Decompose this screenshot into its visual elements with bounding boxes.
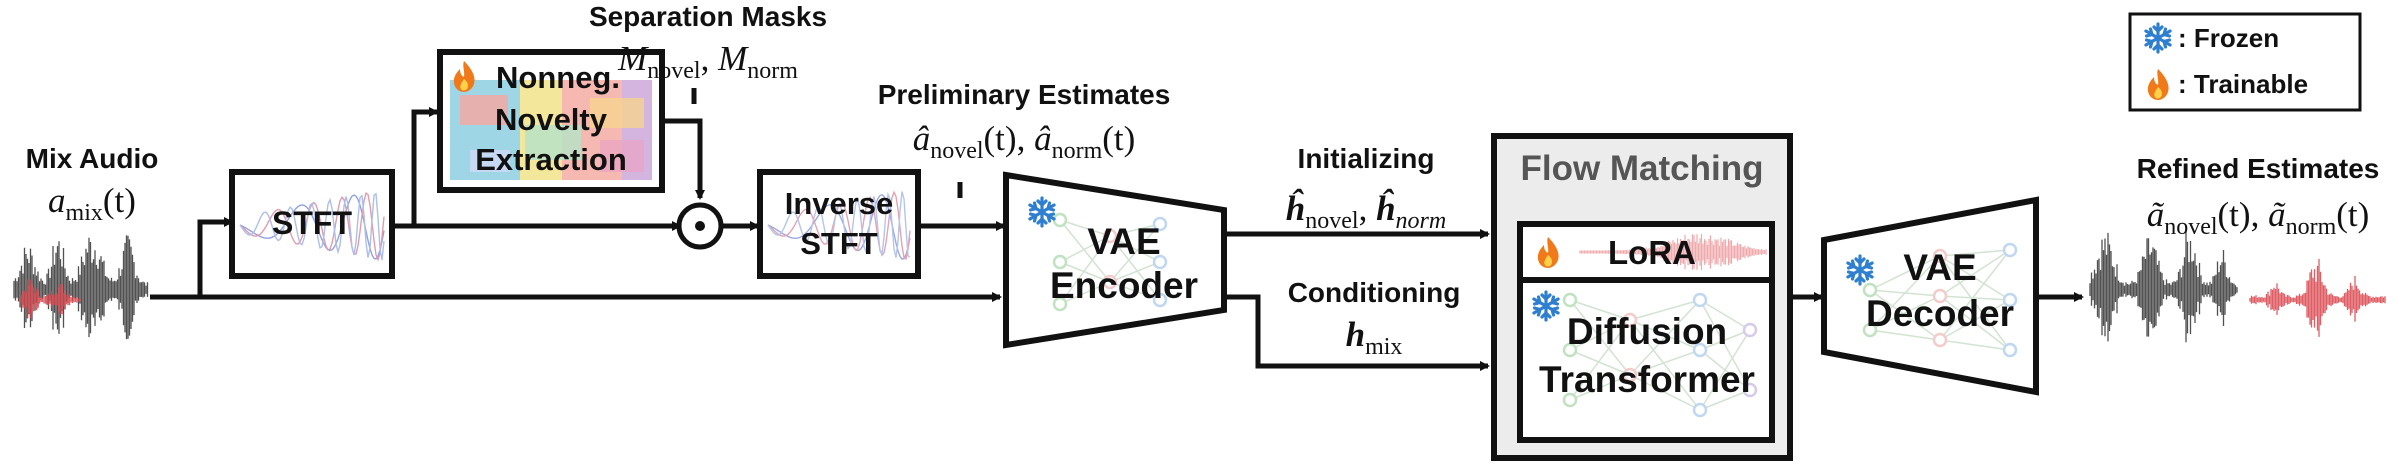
masks-title: Separation Masks	[589, 1, 827, 32]
lora-label: LoRA	[1608, 234, 1696, 271]
mix-audio-waveform	[13, 235, 149, 340]
conditioning-formula: hmix	[1346, 315, 1403, 360]
initializing-formula: ĥnovel, ĥnorm	[1286, 188, 1446, 234]
stft-label: STFT	[272, 205, 352, 241]
mix-audio-title: Mix Audio	[26, 143, 159, 174]
legend: : Frozen : Trainable	[2128, 12, 2362, 112]
vae-decoder-block: VAE Decoder	[1821, 196, 2039, 396]
legend-frozen: : Frozen	[2178, 23, 2279, 53]
diffusion-transformer-line1: Diffusion	[1567, 311, 1727, 352]
connections	[150, 88, 2084, 371]
conditioning-title: Conditioning	[1288, 277, 1461, 308]
istft-line2: STFT	[800, 226, 878, 261]
flow-matching-title: Flow Matching	[1520, 149, 1763, 188]
legend-trainable: : Trainable	[2178, 69, 2308, 99]
flow-matching-panel: Flow Matching LoRA Diffusion Transformer	[1491, 133, 1793, 461]
initializing-title: Initializing	[1298, 143, 1435, 174]
vae-decoder-line2: Decoder	[1866, 293, 2014, 334]
novelty-line3: Extraction	[475, 142, 627, 177]
preliminary-formula: ânovel(t), ânorm(t)	[913, 119, 1136, 164]
refined-title: Refined Estimates	[2137, 153, 2380, 184]
lora-block: LoRA	[1517, 221, 1775, 283]
refined-novel-waveform	[2089, 232, 2238, 343]
elementwise-multiply-operator	[676, 202, 724, 250]
mix-to-stft-arrow	[197, 217, 234, 297]
refined-norm-waveform	[2249, 259, 2386, 337]
novelty-line1: Nonneg.	[496, 60, 620, 95]
diffusion-transformer-line2: Transformer	[1539, 359, 1755, 400]
inverse-stft-block: Inverse STFT	[757, 169, 921, 279]
vae-encoder-line1: VAE	[1087, 221, 1160, 262]
novelty-heatmap	[450, 80, 652, 180]
masks-formula: Mnovel, Mnorm	[617, 39, 798, 84]
novelty-to-multiply-arrow	[662, 118, 705, 200]
refined-formula: ãnovel(t), ãnorm(t)	[2147, 195, 2370, 240]
istft-line1: Inverse	[785, 186, 894, 221]
novelty-extraction-block: Nonneg. Novelty Extraction	[437, 49, 665, 193]
stft-to-novelty-arrow	[411, 107, 439, 226]
vae-decoder-line1: VAE	[1903, 247, 1976, 288]
vae-encoder-line2: Encoder	[1050, 265, 1198, 306]
vae-encoder-block: VAE Encoder	[1003, 171, 1227, 349]
mix-audio-signal: amix(t)	[48, 181, 136, 226]
conditioning-arrow	[1224, 294, 1490, 371]
diffusion-transformer-block: Diffusion Transformer	[1517, 277, 1775, 443]
preliminary-title: Preliminary Estimates	[878, 79, 1171, 110]
novelty-line2: Novelty	[495, 102, 608, 137]
stft-block: STFT	[229, 169, 395, 279]
